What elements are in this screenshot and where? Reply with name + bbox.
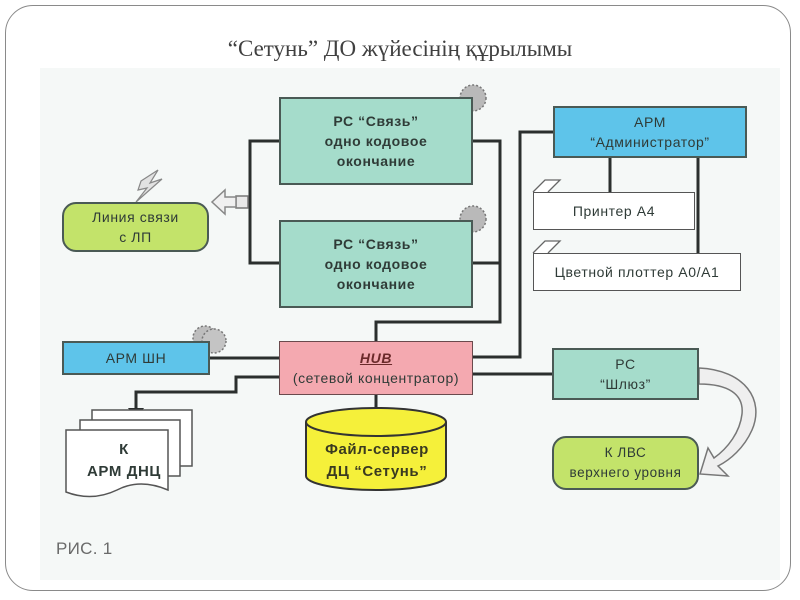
file-server-node: Файл-сервер ДЦ “Сетунь” (308, 430, 446, 492)
liniya-line-2: с ЛП (119, 229, 152, 245)
rs-svyaz-1-line-3: окончание (336, 153, 416, 169)
k-arm-dnc-line-2: АРМ ДНЦ (87, 463, 161, 480)
printer-node: Принтер А4 (533, 192, 695, 230)
slide-title: “Сетунь” ДО жүйесінің құрылымы (227, 36, 573, 61)
file-server-line-1: Файл-сервер (325, 441, 429, 458)
arm-admin-line-2: “Администратор” (590, 134, 710, 150)
k-arm-dnc-node: К АРМ ДНЦ (66, 430, 182, 492)
plotter-label: Цветной плоттер А0/А1 (554, 264, 720, 280)
rs-shluz-line-2: “Шлюз” (600, 376, 651, 392)
file-server-line-2: ДЦ “Сетунь” (326, 463, 428, 480)
figure-caption: РИС. 1 (56, 539, 113, 558)
liniya-line-1: Линия связи (92, 209, 179, 225)
arm-admin-line-1: АРМ (634, 114, 666, 130)
rs-svyaz-node-2: РС “Связь” одно кодовое окончание (279, 220, 473, 308)
arm-administrator-node: АРМ “Администратор” (553, 106, 747, 158)
k-lvs-line-1: К ЛВС (604, 445, 647, 460)
printer-label: Принтер А4 (572, 203, 656, 219)
rs-svyaz-1-line-1: РС “Связь” (333, 113, 419, 129)
k-lvs-node: К ЛВС верхнего уровня (552, 436, 699, 490)
rs-svyaz-2-line-3: окончание (336, 276, 416, 292)
plotter-node: Цветной плоттер А0/А1 (533, 253, 741, 291)
rs-svyaz-2-line-1: РС “Связь” (333, 236, 419, 252)
rs-shluz-node: РС “Шлюз” (552, 348, 699, 400)
hub-node: HUB (сетевой концентратор) (279, 341, 473, 395)
arm-shn-node: АРМ ШН (62, 341, 210, 375)
hub-name: HUB (359, 350, 393, 366)
rs-svyaz-1-line-2: одно кодовое (324, 133, 428, 149)
rs-svyaz-2-line-2: одно кодовое (324, 256, 428, 272)
k-arm-dnc-line-1: К (119, 441, 129, 458)
rs-svyaz-node-1: РС “Связь” одно кодовое окончание (279, 97, 473, 185)
hub-subtitle: (сетевой концентратор) (292, 370, 460, 386)
liniya-svyazi-node: Линия связи с ЛП (62, 202, 209, 252)
k-lvs-line-2: верхнего уровня (569, 465, 682, 480)
arm-shn-label: АРМ ШН (105, 350, 167, 366)
rs-shluz-line-1: РС (615, 356, 636, 372)
